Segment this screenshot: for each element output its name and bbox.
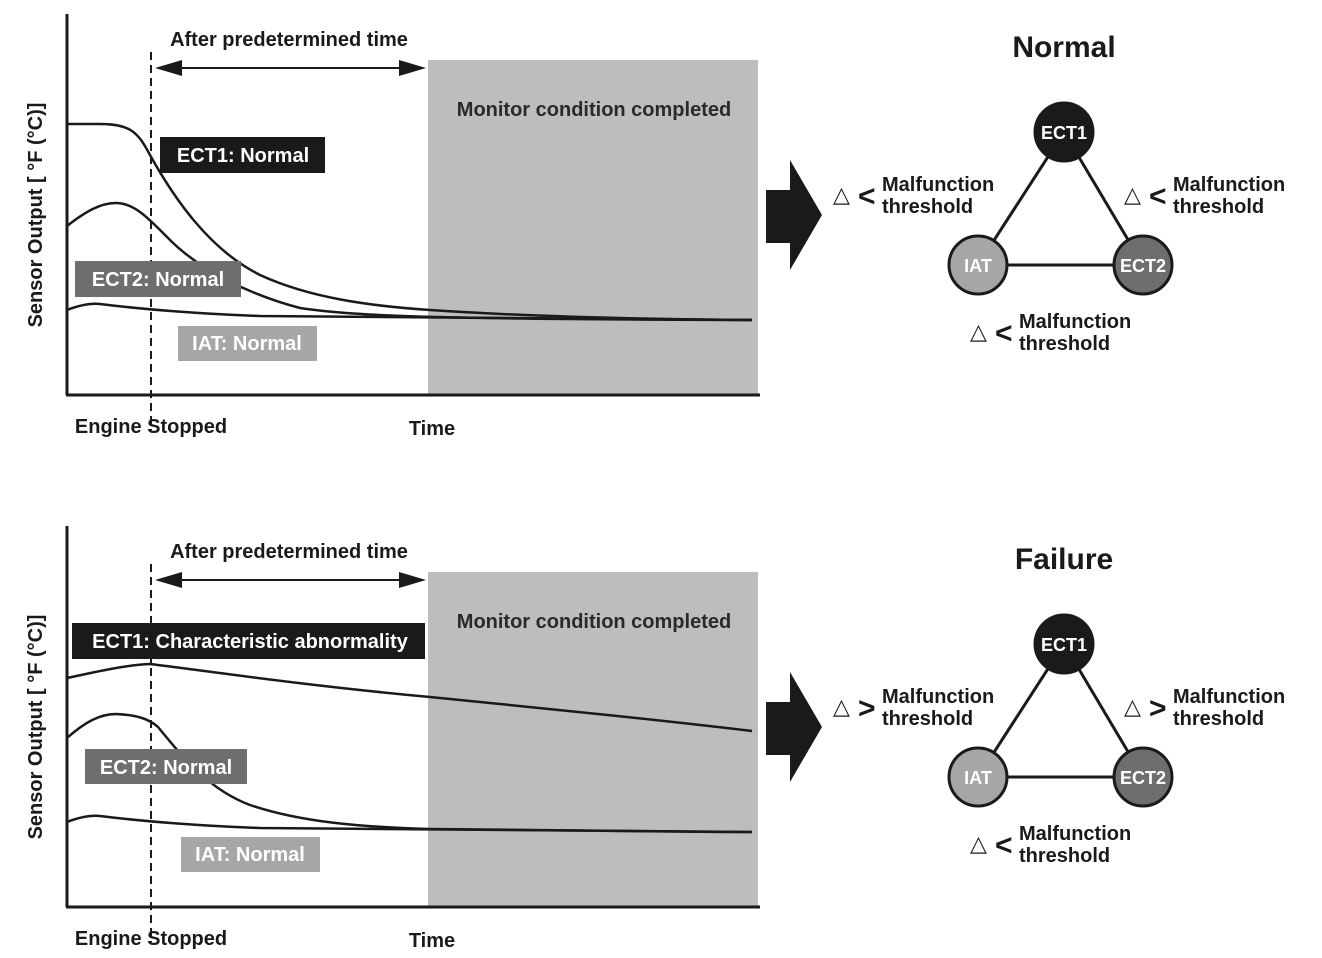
arrowhead-right xyxy=(399,572,426,588)
ect2-label: ECT2: Normal xyxy=(92,269,224,291)
comparison-left: △ > Malfunction threshold xyxy=(833,686,994,730)
compare-operator: > xyxy=(1149,692,1167,725)
node-ect2 xyxy=(1112,234,1174,296)
node-iat-label: IAT xyxy=(964,768,992,788)
delta-symbol: △ xyxy=(833,694,850,719)
node-ect1 xyxy=(1033,613,1095,675)
compare-operator: < xyxy=(995,829,1013,862)
malfunction-text: Malfunction xyxy=(1019,823,1131,845)
y-axis-label: Sensor Output [ °F (°C)] xyxy=(25,615,47,840)
threshold-text: threshold xyxy=(1173,196,1264,218)
delta-symbol: △ xyxy=(833,182,850,207)
iat-label: IAT: Normal xyxy=(192,333,302,355)
node-ect2-label: ECT2 xyxy=(1120,768,1166,788)
malfunction-text: Malfunction xyxy=(1173,174,1285,196)
panel-normal: Monitor condition completed Sensor Outpu… xyxy=(25,14,1285,440)
y-axis-label: Sensor Output [ °F (°C)] xyxy=(25,103,47,328)
compare-operator: < xyxy=(858,180,876,213)
comparison-bottom: △ < Malfunction threshold xyxy=(970,823,1131,867)
malfunction-text: Malfunction xyxy=(882,686,994,708)
predetermined-label: After predetermined time xyxy=(170,541,408,563)
monitor-zone xyxy=(428,572,758,907)
threshold-text: threshold xyxy=(882,708,973,730)
panel-failure: Monitor condition completed Sensor Outpu… xyxy=(25,526,1285,952)
engine-stopped-label: Engine Stopped xyxy=(75,416,227,438)
node-iat-label: IAT xyxy=(964,256,992,276)
result-arrow xyxy=(766,160,822,270)
time-label: Time xyxy=(409,418,455,440)
ect2-label-box xyxy=(85,749,247,784)
malfunction-text: Malfunction xyxy=(882,174,994,196)
node-iat xyxy=(947,234,1009,296)
ect1-label-box xyxy=(72,623,425,659)
comparison-right: △ < Malfunction threshold xyxy=(1124,174,1285,218)
compare-operator: < xyxy=(995,317,1013,350)
iat-curve xyxy=(66,302,753,322)
monitor-zone xyxy=(428,60,758,395)
compare-operator: > xyxy=(858,692,876,725)
threshold-text: threshold xyxy=(1173,708,1264,730)
delta-symbol: △ xyxy=(1124,694,1141,719)
threshold-text: threshold xyxy=(882,196,973,218)
node-iat xyxy=(947,746,1009,808)
engine-stopped-label: Engine Stopped xyxy=(75,928,227,950)
predetermined-label: After predetermined time xyxy=(170,29,408,51)
status-title: Failure xyxy=(1015,543,1113,576)
comparison-left: △ < Malfunction threshold xyxy=(833,174,994,218)
malfunction-text: Malfunction xyxy=(1019,311,1131,333)
arrowhead-left xyxy=(155,60,182,76)
iat-curve xyxy=(66,814,753,834)
delta-symbol: △ xyxy=(1124,182,1141,207)
threshold-text: threshold xyxy=(1019,333,1110,355)
arrowhead-right xyxy=(399,60,426,76)
ect1-label: ECT1: Characteristic abnormality xyxy=(92,631,409,653)
iat-label: IAT: Normal xyxy=(195,844,305,866)
node-ect1-label: ECT1 xyxy=(1041,635,1087,655)
ect2-label: ECT2: Normal xyxy=(100,757,232,779)
ect1-label: ECT1: Normal xyxy=(177,145,309,167)
iat-label-box xyxy=(178,326,317,361)
iat-label-box xyxy=(181,837,320,872)
ect2-label-box xyxy=(75,261,241,297)
node-ect2 xyxy=(1112,746,1174,808)
node-ect2-label: ECT2 xyxy=(1120,256,1166,276)
ect1-curve xyxy=(66,662,753,733)
monitor-label: Monitor condition completed xyxy=(457,99,731,121)
delta-symbol: △ xyxy=(970,319,987,344)
ect1-label-box xyxy=(160,137,325,173)
threshold-text: threshold xyxy=(1019,845,1110,867)
comparison-right: △ > Malfunction threshold xyxy=(1124,686,1285,730)
arrowhead-left xyxy=(155,572,182,588)
comparison-bottom: △ < Malfunction threshold xyxy=(970,311,1131,355)
malfunction-text: Malfunction xyxy=(1173,686,1285,708)
ect1-curve xyxy=(67,122,753,322)
status-title: Normal xyxy=(1012,31,1115,64)
node-ect1 xyxy=(1033,101,1095,163)
compare-operator: < xyxy=(1149,180,1167,213)
result-arrow xyxy=(766,672,822,782)
node-ect1-label: ECT1 xyxy=(1041,123,1087,143)
monitor-label: Monitor condition completed xyxy=(457,611,731,633)
delta-symbol: △ xyxy=(970,831,987,856)
time-label: Time xyxy=(409,930,455,952)
